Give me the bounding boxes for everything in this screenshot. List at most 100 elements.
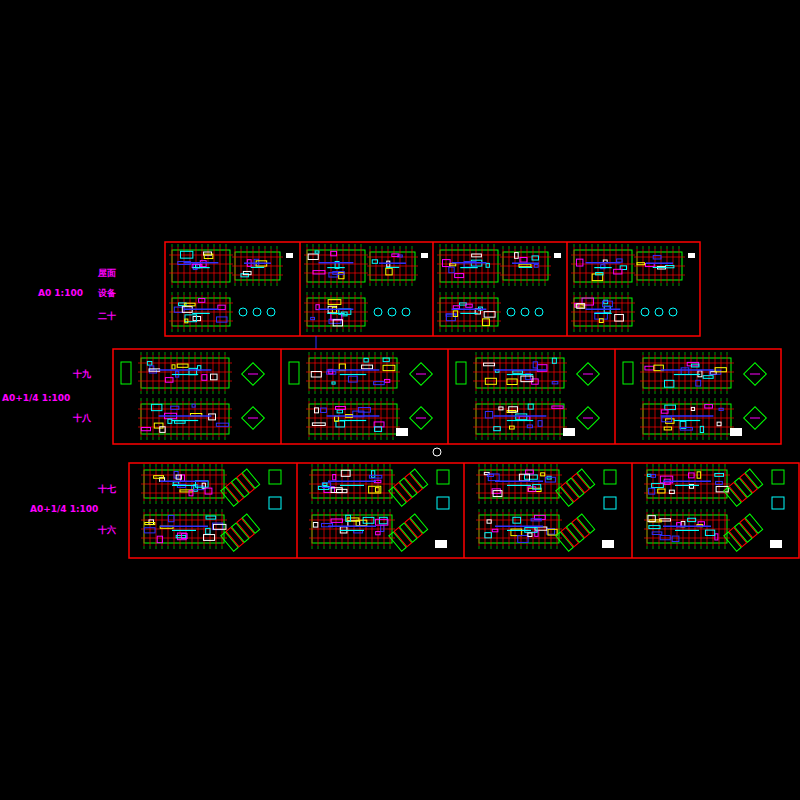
- cad-line: [340, 485, 364, 486]
- cad-line: [304, 303, 368, 304]
- cad-line: [452, 308, 487, 310]
- cad-line: [363, 437, 364, 440]
- cad-line: [661, 246, 662, 249]
- cad-line: [616, 244, 617, 247]
- cad-line: [649, 401, 650, 437]
- cad-line: [673, 355, 674, 391]
- cad-line: [476, 292, 477, 295]
- cad-line: [226, 247, 227, 285]
- cad-line: [207, 352, 208, 355]
- cad-line: [450, 264, 456, 266]
- cad-line: [663, 480, 711, 482]
- cad-line: [351, 437, 352, 440]
- cad-line: [713, 464, 714, 467]
- cad-line: [494, 401, 495, 437]
- cad-line: [219, 352, 220, 355]
- cad-line: [512, 437, 513, 440]
- cad-line: [516, 414, 527, 420]
- cad-line: [637, 283, 638, 286]
- cad-line: [312, 546, 313, 549]
- cad-line: [387, 391, 388, 394]
- cad-line: [315, 408, 319, 413]
- cad-line: [372, 260, 377, 263]
- cad-line: [200, 261, 206, 267]
- cad-line: [488, 247, 489, 285]
- cad-line: [506, 401, 507, 437]
- cad-line: [545, 509, 546, 512]
- cad-line: [560, 355, 561, 391]
- cad-line: [640, 418, 734, 419]
- cad-line: [542, 391, 543, 394]
- cad-line: [213, 355, 214, 391]
- cad-line: [701, 546, 702, 549]
- cad-line: [172, 285, 173, 288]
- cad-line: [673, 391, 674, 394]
- title-block: [286, 253, 293, 258]
- cad-line: [665, 464, 666, 467]
- cad-line: [679, 391, 680, 394]
- cad-line: [715, 437, 716, 440]
- cad-line: [717, 422, 721, 426]
- cad-line: [458, 247, 459, 285]
- cad-line: [384, 509, 385, 512]
- cad-line: [548, 352, 549, 355]
- cad-line: [485, 509, 486, 512]
- cad-line: [689, 473, 695, 478]
- cad-line: [515, 253, 519, 259]
- cad-line: [358, 408, 370, 413]
- cad-line: [141, 355, 142, 391]
- cad-line: [343, 244, 344, 247]
- cad-line: [183, 391, 184, 394]
- cad-line: [488, 355, 489, 391]
- cad-line: [347, 518, 359, 521]
- cad-line: [598, 292, 599, 295]
- cad-line: [610, 244, 611, 247]
- cad-line: [216, 423, 228, 426]
- cad-line: [370, 246, 371, 249]
- cad-line: [695, 509, 696, 512]
- cad-line: [552, 382, 558, 384]
- cad-line: [521, 546, 522, 549]
- detail-plan: [744, 407, 767, 430]
- cad-line: [243, 271, 251, 274]
- cad-line: [213, 352, 214, 355]
- cad-line: [315, 437, 316, 440]
- cad-line: [527, 546, 528, 549]
- cad-line: [655, 391, 656, 394]
- cad-line: [437, 273, 501, 274]
- cad-line: [721, 401, 722, 437]
- cad-line: [144, 464, 145, 467]
- cad-line: [622, 329, 623, 332]
- cad-line: [500, 391, 501, 394]
- cad-line: [750, 374, 760, 375]
- cad-line: [394, 283, 395, 286]
- cad-line: [698, 371, 702, 377]
- cad-line: [336, 509, 337, 512]
- cad-line: [536, 401, 537, 437]
- rotated-plan: [389, 514, 428, 551]
- cad-line: [509, 407, 518, 412]
- cad-line: [265, 246, 266, 249]
- cad-line: [384, 464, 385, 467]
- cad-line: [721, 352, 722, 355]
- cad-line: [277, 283, 278, 286]
- cad-line: [701, 501, 702, 504]
- cad-line: [259, 246, 260, 249]
- cad-line: [176, 475, 181, 479]
- cad-line: [685, 352, 686, 355]
- cad-line: [360, 464, 361, 467]
- cad-line: [375, 427, 382, 432]
- detail-circle: [507, 308, 515, 316]
- cad-line: [333, 320, 342, 326]
- cad-line: [667, 437, 668, 440]
- cad-line: [727, 398, 728, 401]
- cad-line: [177, 364, 188, 367]
- cad-line: [319, 262, 354, 264]
- cad-line: [376, 532, 380, 535]
- cad-line: [679, 352, 680, 355]
- rotated-plan: [556, 469, 595, 506]
- cad-line: [381, 437, 382, 440]
- cad-line: [159, 398, 160, 401]
- rotated-plan: [556, 514, 595, 551]
- cad-line: [521, 376, 533, 382]
